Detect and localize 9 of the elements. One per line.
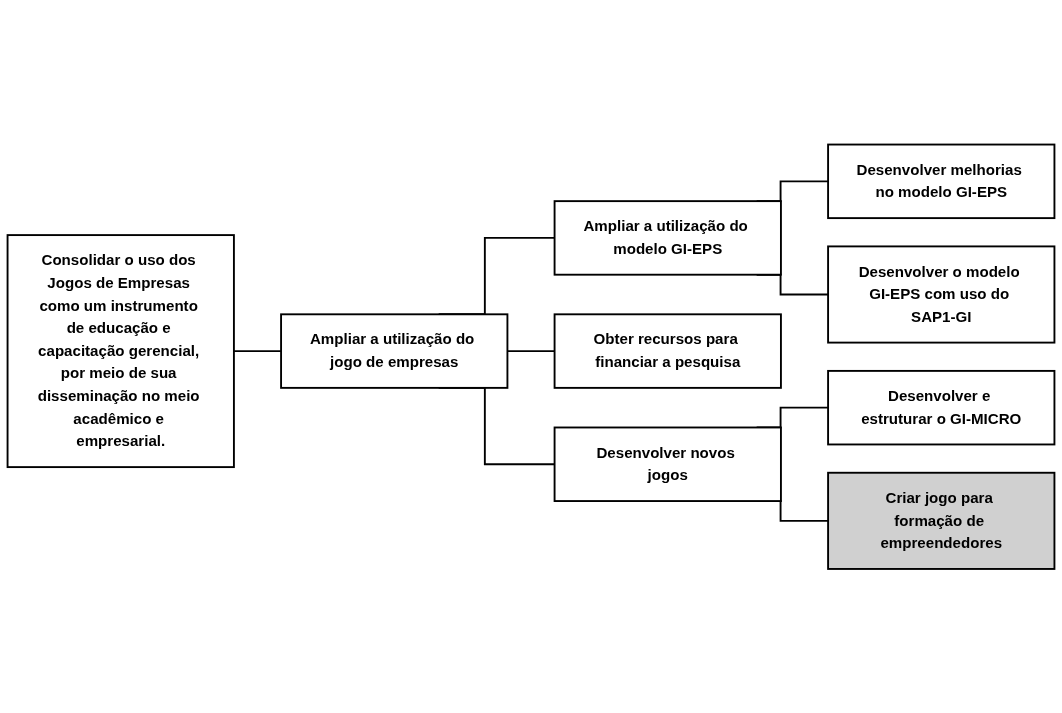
node-box: Obter recursos para financiar a pesquisa [553,313,782,389]
node-box: Desenvolver melhorias no modelo GI-EPS [827,143,1056,219]
node-box: Desenvolver novos jogos [553,426,782,502]
node-box: Ampliar a utilização do modelo GI-EPS [553,199,782,276]
node-box: Criar jogo para formação de empreendedores [827,471,1056,570]
node-box: Desenvolver o modelo GI-EPS com uso do SAP1-GI [827,245,1056,344]
node-box: Ampliar a utilização do jogo de empresas [280,313,509,389]
node-box: Desenvolver e estruturar o GI-MICRO [827,369,1056,446]
node-box: Consolidar o uso dos Jogos de Empresas como um instrumento de educação e capacitação gerencial, por meio de sua disseminação no meio acadêmico e empresarial. [6,233,235,468]
